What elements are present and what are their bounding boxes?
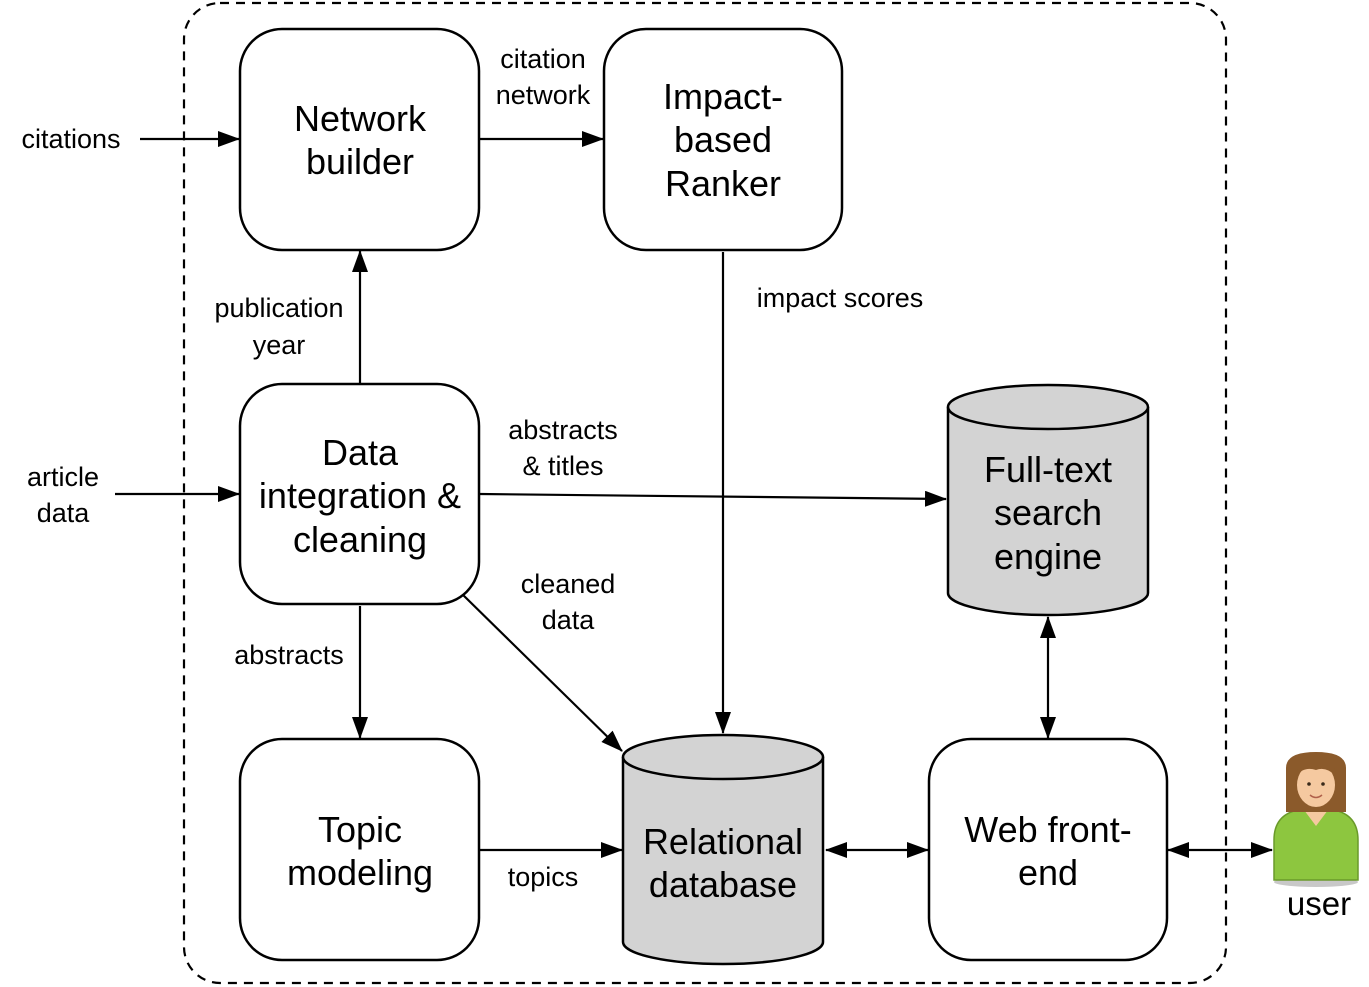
node-label-line: Network — [294, 98, 427, 139]
node-topic-modeling: Topic modeling — [238, 737, 481, 962]
edge-label-abstracts-titles: abstracts — [508, 415, 618, 445]
node-label-line: engine — [994, 536, 1102, 577]
node-label-line: modeling — [287, 852, 433, 893]
node-data-integration: Data integration & cleaning — [238, 382, 481, 606]
node-network-builder: Network builder — [238, 27, 481, 252]
node-label-line: Topic — [318, 809, 402, 850]
edge-label-abstracts: abstracts — [234, 640, 344, 670]
edge-label-publication-year: publication — [214, 293, 343, 323]
edge-label-citation-network: network — [496, 80, 591, 110]
node-label-line: based — [674, 119, 772, 160]
external-label-article-data: article — [27, 462, 99, 492]
edge-abstracts-titles — [479, 490, 947, 507]
node-label-line: Full-text — [984, 449, 1112, 490]
node-impact-ranker: Impact- based Ranker — [602, 27, 844, 252]
system-boundary — [182, 1, 1228, 985]
edge-label-cleaned-data: data — [542, 605, 596, 635]
edge-label-publication-year: year — [253, 330, 306, 360]
edge-label-topics: topics — [508, 862, 579, 892]
node-fulltext-search: Full-text search engine — [946, 383, 1150, 617]
node-web-frontend: Web front- end — [927, 737, 1169, 962]
user-label: user — [1287, 885, 1351, 922]
user-avatar-icon — [1273, 752, 1359, 887]
edge-label-impact-scores: impact scores — [757, 283, 924, 313]
node-label-line: Web front- — [964, 809, 1131, 850]
node-label-line: Ranker — [665, 163, 781, 204]
external-label-article-data: data — [37, 498, 91, 528]
edge-label-citation-network: citation — [500, 44, 586, 74]
node-label-line: Relational — [643, 821, 803, 862]
edge-label-cleaned-data: cleaned — [521, 569, 616, 599]
external-label-citations: citations — [21, 124, 120, 154]
node-label-line: Impact- — [663, 76, 783, 117]
edge-cleaned-data — [459, 591, 623, 752]
node-label-line: integration & — [259, 475, 461, 516]
node-relational-database: Relational database — [621, 733, 825, 966]
node-label-line: cleaning — [293, 519, 427, 560]
node-label-line: end — [1018, 852, 1078, 893]
node-label-line: database — [649, 864, 797, 905]
node-label-line: Data — [322, 432, 399, 473]
edge-label-abstracts-titles: & titles — [522, 451, 603, 481]
node-label-line: builder — [306, 141, 414, 182]
node-label-line: search — [994, 492, 1102, 533]
